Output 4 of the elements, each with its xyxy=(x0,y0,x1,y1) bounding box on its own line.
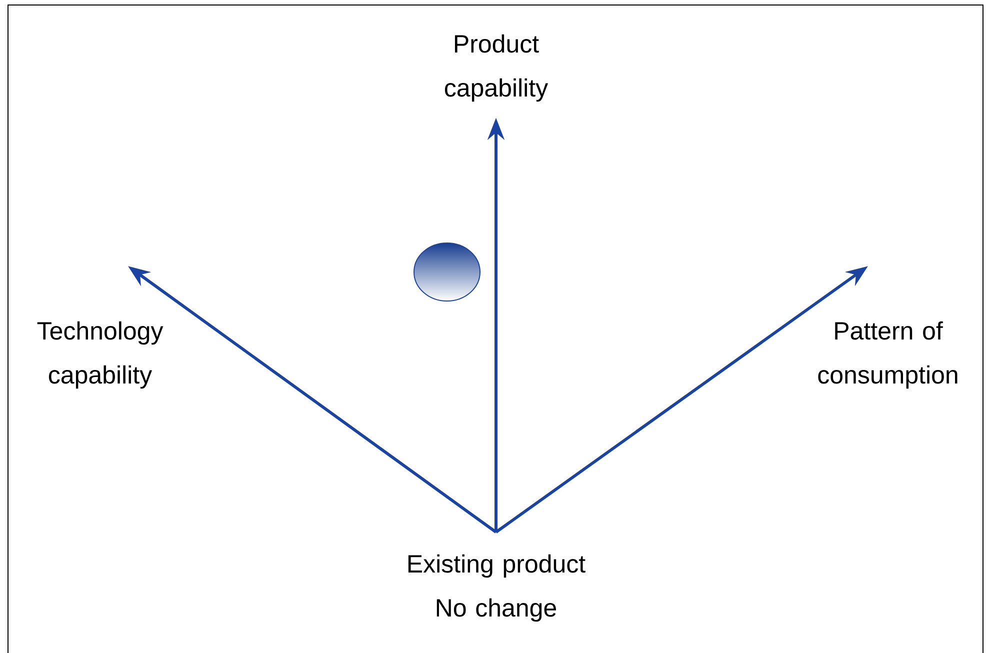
axis-label: Product capability xyxy=(444,34,548,102)
axis-label: Existing product No change xyxy=(408,554,586,622)
axis-label: Technology capability xyxy=(37,321,164,389)
axis-label: Pattern of consumption xyxy=(818,321,958,389)
